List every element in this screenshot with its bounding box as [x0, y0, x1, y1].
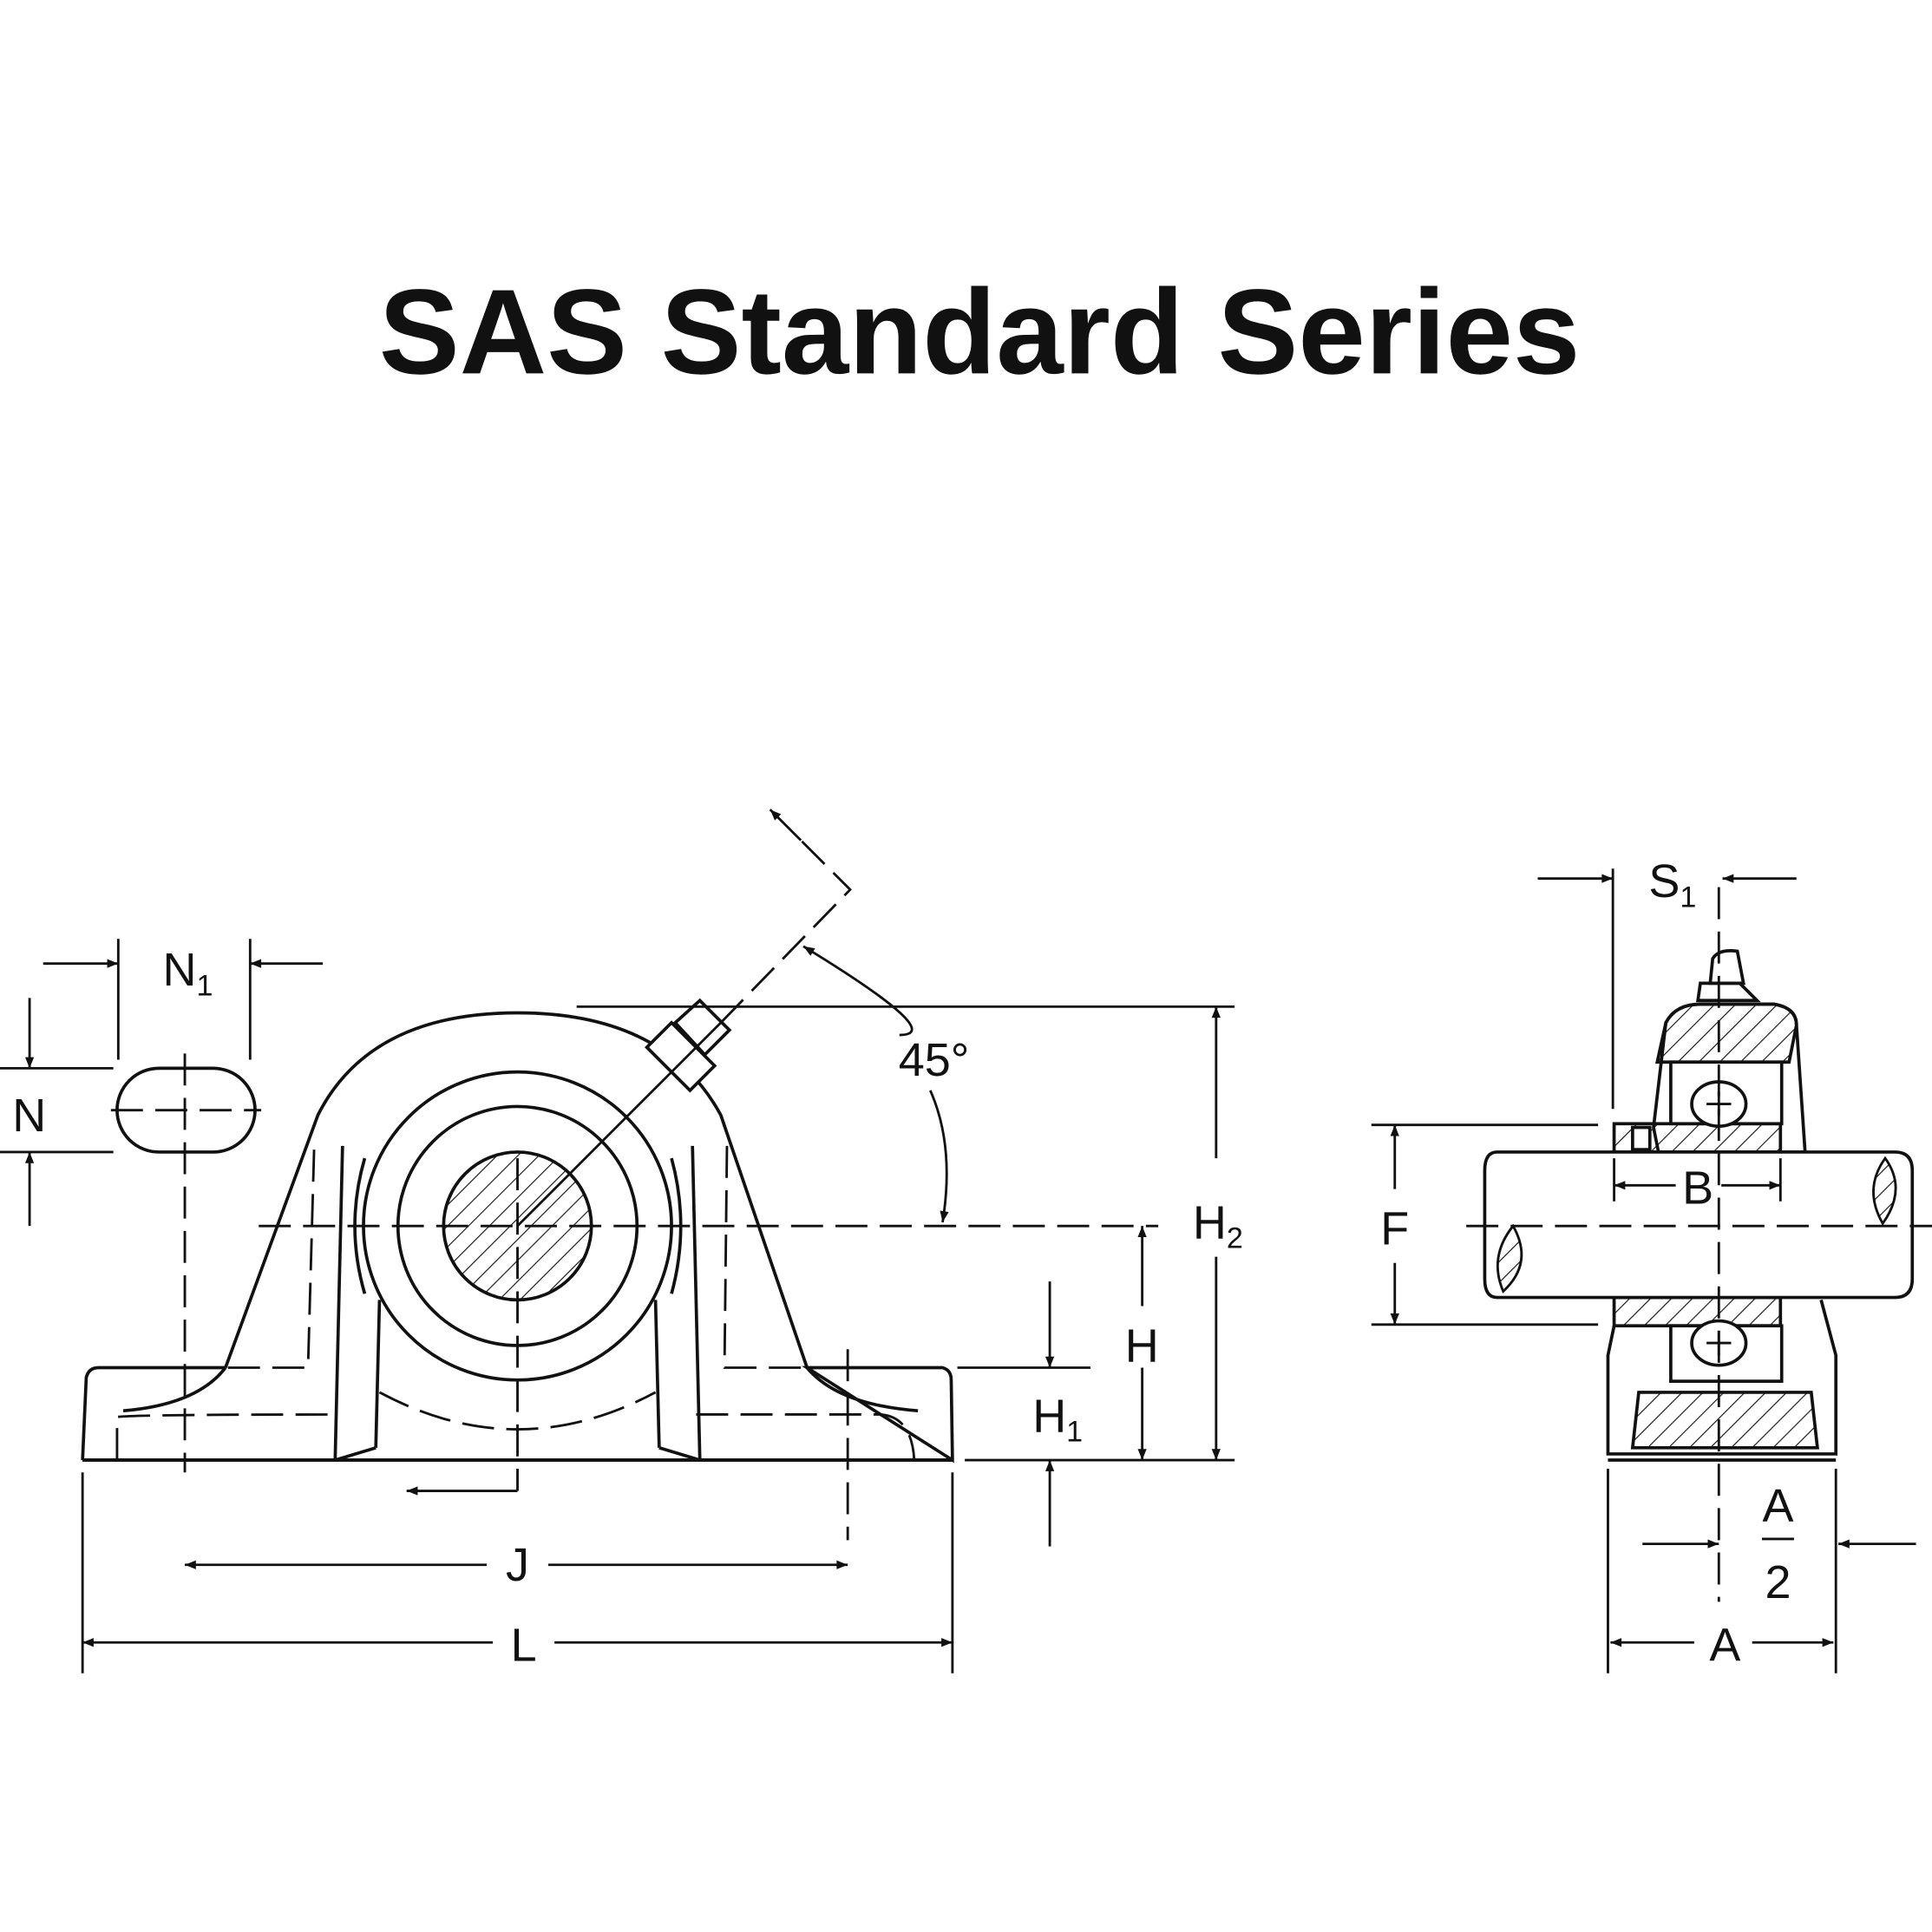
- dim-j-label: J: [506, 1539, 529, 1591]
- dim-a-half-denominator: 2: [1765, 1556, 1791, 1608]
- dim-a-half-numerator: A: [1762, 1480, 1793, 1532]
- dim-a-label: A: [1709, 1620, 1740, 1672]
- angle-label: 45°: [899, 1034, 970, 1086]
- front-view: 45° N1 N H2 H H1 J L: [0, 809, 1243, 1673]
- dim-s1-label: S1: [1648, 855, 1696, 914]
- grease-fitting: [645, 998, 732, 1093]
- page-title: SAS Standard Series: [379, 265, 1581, 399]
- dim-b-label: B: [1682, 1162, 1713, 1215]
- dim-n1-label: N1: [162, 944, 213, 1002]
- dim-h1-label: H1: [1032, 1390, 1083, 1448]
- dim-h-label: H: [1125, 1320, 1159, 1372]
- dim-f-label: F: [1380, 1202, 1409, 1254]
- dim-l-label: L: [511, 1620, 537, 1672]
- dim-h2-label: H2: [1193, 1196, 1243, 1254]
- dim-n-label: N: [12, 1090, 46, 1142]
- side-view: S1 B F A 2 A: [1371, 855, 1932, 1673]
